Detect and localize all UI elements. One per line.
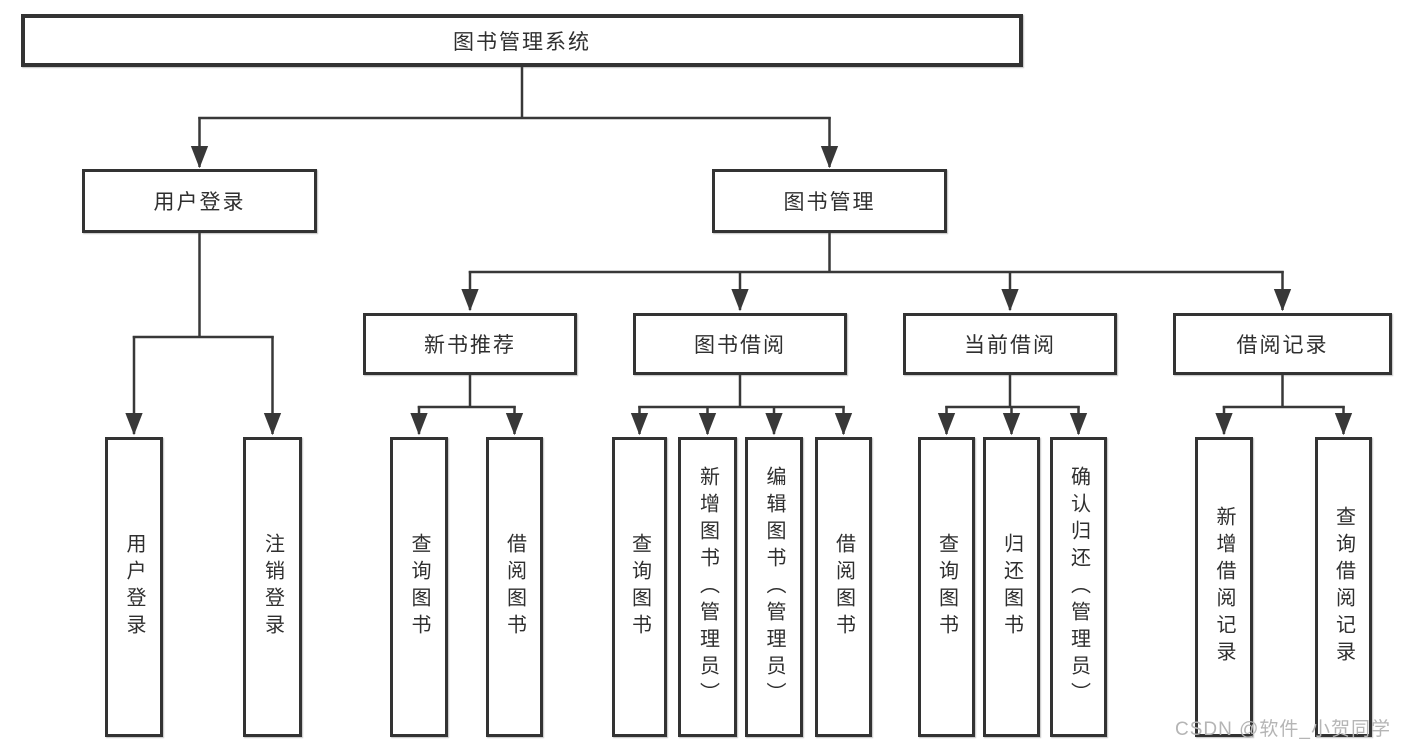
leaf-confirm-return-admin-label: 确认归还（管理员） <box>1067 465 1090 709</box>
leaf-logout-label: 注销登录 <box>261 533 284 641</box>
connector-user-login-branch <box>125 233 282 436</box>
leaf-query-borrow-record-label: 查询借阅记录 <box>1332 506 1355 668</box>
node-new-book-recommend-label: 新书推荐 <box>424 334 516 357</box>
node-borrow-record-label: 借阅记录 <box>1236 334 1329 357</box>
leaf-logout: 注销登录 <box>243 437 302 737</box>
connector-book-management-branch <box>461 233 1292 312</box>
leaf-user-login-label: 用户登录 <box>123 533 145 641</box>
node-user-login-label: 用户登录 <box>153 191 246 214</box>
connector-root-to-level2 <box>190 67 839 169</box>
leaf-borrow-book-1: 借阅图书 <box>486 437 543 737</box>
leaf-borrow-book-1-label: 借阅图书 <box>503 533 526 641</box>
connector-borrow-record-branch <box>1215 375 1353 436</box>
leaf-add-book-admin-label: 新增图书（管理员） <box>696 465 719 709</box>
leaf-query-book-3: 查询图书 <box>918 437 975 737</box>
node-book-borrow-label: 图书借阅 <box>694 334 786 357</box>
leaf-user-login: 用户登录 <box>105 437 163 737</box>
leaf-query-book-3-label: 查询图书 <box>935 533 958 641</box>
watermark: CSDN @软件_小贺同学 <box>1175 719 1391 740</box>
leaf-query-book-1-label: 查询图书 <box>408 533 430 641</box>
node-user-login: 用户登录 <box>82 169 317 233</box>
connector-book-borrow-branch <box>630 375 853 436</box>
connector-current-borrow-branch <box>937 375 1088 436</box>
leaf-return-book-label: 归还图书 <box>1000 533 1023 641</box>
leaf-add-borrow-record: 新增借阅记录 <box>1195 437 1253 737</box>
leaf-edit-book-admin-label: 编辑图书（管理员） <box>763 465 785 709</box>
node-current-borrow-label: 当前借阅 <box>964 334 1056 357</box>
node-new-book-recommend: 新书推荐 <box>363 313 577 375</box>
node-book-borrow: 图书借阅 <box>633 313 847 375</box>
leaf-borrow-book-2: 借阅图书 <box>815 437 872 737</box>
leaf-query-book-1: 查询图书 <box>390 437 448 737</box>
leaf-confirm-return-admin: 确认归还（管理员） <box>1050 437 1107 737</box>
node-root-label: 图书管理系统 <box>453 30 591 54</box>
leaf-query-book-2: 查询图书 <box>612 437 667 737</box>
leaf-return-book: 归还图书 <box>983 437 1040 737</box>
node-current-borrow: 当前借阅 <box>903 313 1117 375</box>
leaf-edit-book-admin: 编辑图书（管理员） <box>745 437 803 737</box>
leaf-query-borrow-record: 查询借阅记录 <box>1315 437 1372 737</box>
connector-new-book-branch <box>410 375 524 436</box>
leaf-add-borrow-record-label: 新增借阅记录 <box>1213 506 1235 668</box>
leaf-add-book-admin: 新增图书（管理员） <box>678 437 737 737</box>
leaf-borrow-book-2-label: 借阅图书 <box>832 533 855 641</box>
node-book-management-label: 图书管理 <box>783 191 876 214</box>
leaf-query-book-2-label: 查询图书 <box>628 533 651 641</box>
node-root: 图书管理系统 <box>21 14 1023 67</box>
node-borrow-record: 借阅记录 <box>1173 313 1392 375</box>
node-book-management: 图书管理 <box>712 169 947 233</box>
